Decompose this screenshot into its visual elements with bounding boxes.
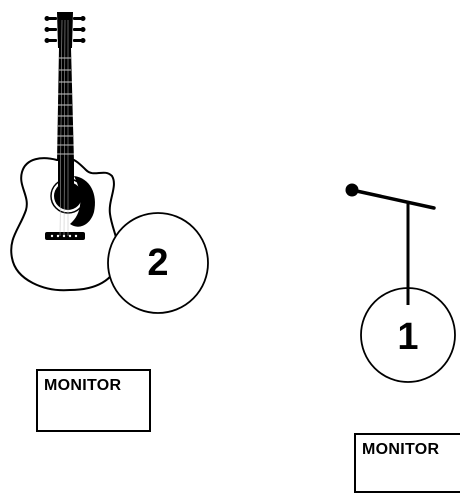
position-circle-2 bbox=[107, 212, 209, 314]
position-number-1: 1 bbox=[397, 316, 419, 358]
position-number-2: 2 bbox=[147, 242, 169, 284]
monitor-label-left: MONITOR bbox=[44, 377, 122, 394]
monitor-box-left: MONITOR bbox=[36, 369, 151, 432]
monitor-box-right: MONITOR bbox=[354, 433, 460, 493]
guitar-icon bbox=[10, 12, 120, 292]
position-circle-1 bbox=[360, 287, 456, 383]
monitor-label-right: MONITOR bbox=[362, 441, 440, 458]
mic-stand-icon bbox=[345, 183, 436, 305]
